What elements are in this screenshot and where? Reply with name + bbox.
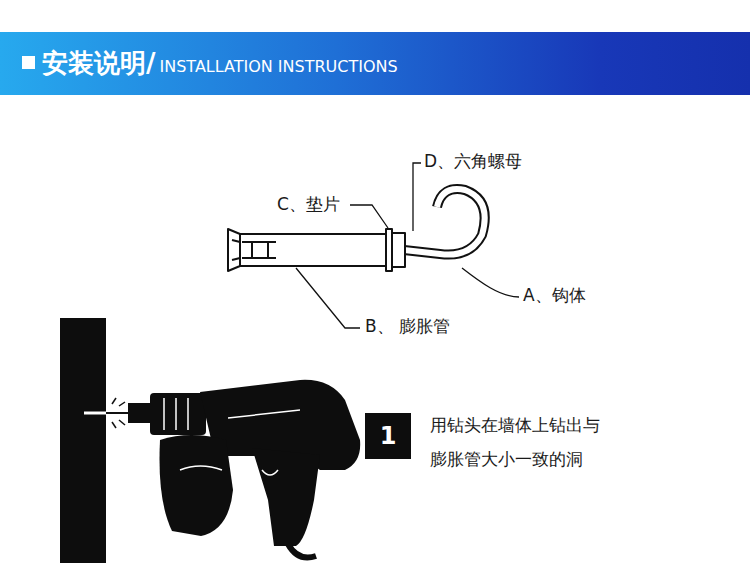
expansion-sleeve xyxy=(240,234,386,266)
sleeve-flare xyxy=(228,229,240,271)
sleeve-slit xyxy=(251,242,253,258)
part-label: D、六角螺母 xyxy=(424,151,522,171)
hand-detail xyxy=(180,466,222,470)
chuck-groove xyxy=(187,398,189,430)
chuck-groove xyxy=(175,398,177,430)
wall xyxy=(60,318,106,563)
sleeve-slit xyxy=(232,258,240,260)
leader-line xyxy=(413,163,421,231)
sleeve-slit xyxy=(232,240,240,242)
electric-drill xyxy=(128,380,360,558)
hex-nut xyxy=(392,233,405,267)
header-square-icon xyxy=(22,56,35,69)
hook-body-inner xyxy=(404,189,485,255)
header-title: 安装说明/ xyxy=(42,46,156,81)
drill-chuck-tip xyxy=(128,403,152,423)
chuck-groove xyxy=(163,398,165,430)
step-instruction: 用钻头在墙体上钻出与膨胀管大小一致的洞 xyxy=(430,408,610,476)
leader-line xyxy=(462,268,519,297)
spark xyxy=(119,420,125,425)
part-label: C、垫片 xyxy=(277,194,340,214)
drill-details xyxy=(164,398,300,475)
hook-body xyxy=(404,189,485,255)
leader-line xyxy=(296,268,360,328)
header-band: 安装说明/INSTALLATION INSTRUCTIONS xyxy=(0,32,750,95)
dust-sparks xyxy=(112,398,125,428)
drill-chuck xyxy=(150,393,206,435)
body-detail xyxy=(228,410,300,418)
hook-bolt xyxy=(228,189,485,271)
spark xyxy=(112,398,116,404)
sleeve-slit xyxy=(267,242,269,258)
part-label: B、 膨胀管 xyxy=(365,316,450,336)
step-number-box: 1 xyxy=(365,413,411,459)
drill-bit xyxy=(106,412,130,414)
callout-number: 1 xyxy=(380,422,397,450)
part-label: A、钩体 xyxy=(523,285,586,305)
drill-bit-in-wall xyxy=(84,412,106,415)
drill-cord xyxy=(288,544,316,558)
leader-line xyxy=(350,205,388,228)
drill-grip xyxy=(252,448,320,546)
sleeve-slit xyxy=(242,257,276,259)
trigger-detail xyxy=(262,470,278,475)
spark xyxy=(112,422,116,428)
spark xyxy=(119,402,125,406)
header-subtitle: INSTALLATION INSTRUCTIONS xyxy=(160,57,398,76)
hand xyxy=(160,435,234,536)
leader-lines xyxy=(296,163,519,328)
sleeve-slit xyxy=(242,241,276,243)
